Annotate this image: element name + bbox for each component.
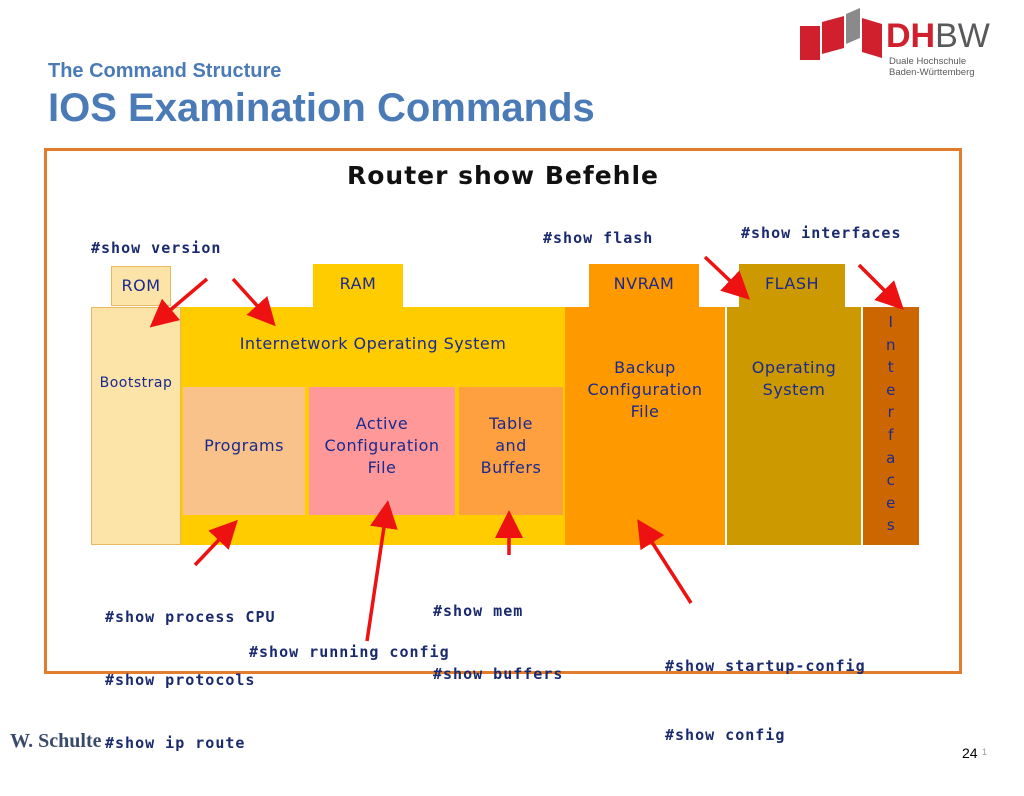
- cmd-show-flash: #show flash: [543, 229, 654, 247]
- dhbw-logo-text: DHBW: [886, 17, 990, 55]
- arrow-version-ios: [231, 277, 276, 327]
- interfaces-block: I n t e r f a c e s: [863, 307, 919, 545]
- table-buffers-block: Table and Buffers: [459, 387, 563, 515]
- ram-tab: RAM: [313, 264, 403, 308]
- dhbw-logo-icon: [800, 8, 884, 73]
- arrow-version-rom: [149, 277, 209, 328]
- slide-subtitle: The Command Structure: [48, 60, 282, 82]
- diagram-frame: Router show Befehle ROM RAM NVRAM FLASH …: [44, 148, 962, 752]
- arrow-startup: [637, 519, 693, 604]
- diagram-title: Router show Befehle: [347, 161, 659, 190]
- arrow-interfaces: [857, 263, 904, 310]
- flash-tab: FLASH: [739, 264, 845, 308]
- slide-title: IOS Examination Commands: [48, 86, 595, 130]
- bootstrap-block: Bootstrap: [91, 307, 181, 545]
- page-number: 24: [962, 745, 978, 761]
- cmd-show-running-config: #show running config: [249, 643, 450, 661]
- page-number-small: 1: [982, 747, 988, 757]
- dhbw-logo-subtitle: Duale Hochschule Baden-Württemberg: [889, 56, 975, 78]
- arrow-process: [193, 519, 238, 567]
- programs-block: Programs: [183, 387, 305, 515]
- operating-system-block: Operating System: [727, 307, 861, 545]
- cmd-process-group: #show process CPU #show protocols #show …: [105, 608, 276, 752]
- arrow-running: [365, 500, 398, 642]
- ios-label: Internetwork Operating System: [239, 334, 507, 353]
- cmd-show-interfaces: #show interfaces: [741, 224, 902, 242]
- arrow-flash: [703, 255, 751, 300]
- active-config-block: Active Configuration File: [309, 387, 455, 515]
- backup-config-block: Backup Configuration File: [565, 307, 725, 545]
- cmd-show-version: #show version: [91, 239, 222, 257]
- cmd-startup-group: #show startup-config #show config: [665, 657, 866, 744]
- footer-author: W. Schulte: [10, 730, 102, 752]
- arrows-layer: [149, 255, 904, 642]
- cmd-mem-group: #show mem #show buffers: [433, 602, 564, 683]
- nvram-tab: NVRAM: [589, 264, 699, 308]
